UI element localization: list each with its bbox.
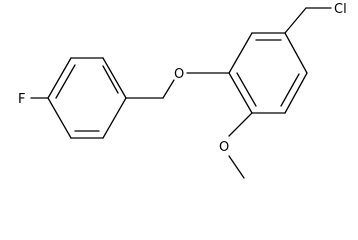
o-methyl-bond (228, 155, 245, 179)
methoxy-oxygen-label: O (219, 140, 229, 155)
ring-ch2-bond (284, 7, 307, 34)
ring-b-bond-3 (284, 32, 308, 74)
ring-a-bond-3 (102, 57, 127, 99)
ring-a-double-2 (102, 65, 119, 94)
ring-a-bond-4 (102, 97, 127, 139)
ring-b-double-3 (236, 72, 257, 107)
ring-b-bond-1 (228, 32, 253, 74)
methoxyphenyl-ring (228, 32, 308, 114)
ring-b-bond-4 (284, 72, 308, 114)
ring-a-bond-6 (47, 97, 72, 139)
ring-b-bond-6 (228, 72, 253, 114)
ether-oxygen-label: O (174, 67, 184, 82)
ring-o-bond (228, 112, 253, 137)
fluorophenyl-ring (47, 57, 127, 139)
molecule-canvas: F O Cl O (18, 2, 347, 179)
ch2-o-bond (162, 79, 175, 99)
ring-a-double-1 (55, 64, 76, 99)
ring-b-double-2 (280, 73, 300, 107)
chlorine-label: Cl (334, 2, 347, 17)
ring-a-bond-1 (47, 57, 72, 99)
structure-diagram: F O Cl O (18, 2, 347, 179)
fluorine-label: F (18, 92, 25, 107)
